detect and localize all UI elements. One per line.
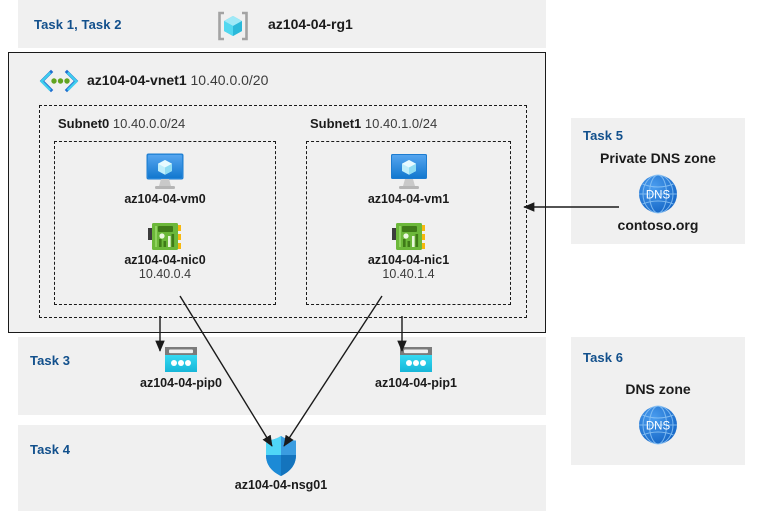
resource-group-node: az104-04-rg1 — [216, 6, 436, 44]
virtual-network-title: az104-04-vnet1 10.40.0.0/20 — [87, 72, 268, 88]
virtual-network-cidr: 10.40.0.0/20 — [190, 72, 269, 88]
nic-1-ip: 10.40.1.4 — [382, 267, 435, 281]
vm-1-label: az104-04-vm1 — [367, 192, 450, 206]
private-dns-zone-title: Private DNS zone — [600, 150, 716, 166]
nic-1-label: az104-04-nic1 — [367, 253, 450, 267]
task-label-1-2: Task 1, Task 2 — [34, 17, 122, 32]
resource-group-cube-icon — [216, 10, 250, 42]
dns-zone-panel: Task 6 DNS zone DNS — [571, 337, 745, 465]
dns-globe-icon: DNS — [571, 403, 745, 447]
vm-node-1: az104-04-vm1 — [307, 152, 510, 206]
dns-icon-text: DNS — [646, 190, 671, 202]
private-dns-zone-panel: Task 5 Private DNS zone DNS contoso.org — [571, 118, 745, 244]
nsg-label: az104-04-nsg01 — [234, 478, 328, 492]
subnet-0-name: Subnet0 — [58, 116, 110, 131]
network-interface-icon — [55, 220, 275, 252]
virtual-network-icon — [39, 69, 79, 93]
subnet-0-title: Subnet0 10.40.0.0/24 — [58, 116, 185, 131]
public-ip-panel: Task 3 az104-04-pip0 — [18, 337, 546, 415]
subnet-0-cidr: 10.40.0.0/24 — [112, 116, 186, 131]
virtual-network-box: az104-04-vnet1 10.40.0.0/20 Subnet0 10.4… — [8, 52, 546, 333]
vm-node-0: az104-04-vm0 — [55, 152, 275, 206]
task-label-3: Task 3 — [30, 353, 71, 368]
public-ip-node-0: az104-04-pip0 — [131, 345, 231, 390]
nic-0-ip: 10.40.0.4 — [138, 267, 192, 281]
subnet-0-inner: az104-04-vm0 — [54, 141, 276, 305]
nic-0-label: az104-04-nic0 — [124, 253, 206, 267]
subnet-0: Subnet0 10.40.0.0/24 — [40, 106, 290, 317]
private-dns-zone-name: contoso.org — [617, 217, 699, 233]
resource-group-name: az104-04-rg1 — [268, 16, 353, 32]
public-ip-1-label: az104-04-pip1 — [375, 376, 457, 390]
resource-group-band: Task 1, Task 2 az104-04-rg1 — [18, 0, 546, 48]
network-security-group-panel: Task 4 az104-04-nsg01 — [18, 425, 546, 511]
vm-0-label: az104-04-vm0 — [124, 192, 206, 206]
subnet-1-name: Subnet1 — [310, 116, 362, 131]
subnets-container: Subnet0 10.40.0.0/24 — [39, 105, 527, 318]
network-interface-icon — [307, 220, 510, 252]
virtual-network-header: az104-04-vnet1 10.40.0.0/20 — [39, 67, 459, 97]
task-label-4: Task 4 — [30, 442, 71, 457]
subnet-1-inner: az104-04-vm1 — [306, 141, 511, 305]
subnet-1-title: Subnet1 10.40.1.0/24 — [310, 116, 437, 131]
dns-zone-title: DNS zone — [625, 381, 691, 397]
dns-icon-text: DNS — [646, 421, 671, 433]
virtual-machine-icon — [55, 152, 275, 192]
subnet-1-cidr: 10.40.1.0/24 — [364, 116, 438, 131]
public-ip-address-icon — [366, 345, 466, 375]
nic-node-1: az104-04-nic1 10.40.1.4 — [307, 220, 510, 281]
network-security-group-shield-icon — [231, 435, 331, 477]
task-label-6: Task 6 — [583, 350, 624, 365]
public-ip-node-1: az104-04-pip1 — [366, 345, 466, 390]
virtual-machine-icon — [307, 152, 510, 192]
nsg-node: az104-04-nsg01 — [231, 435, 331, 492]
nic-node-0: az104-04-nic0 10.40.0.4 — [55, 220, 275, 281]
dns-globe-icon: DNS — [571, 172, 745, 216]
subnet-1: Subnet1 10.40.1.0/24 — [292, 106, 525, 317]
public-ip-address-icon — [131, 345, 231, 375]
virtual-network-name: az104-04-vnet1 — [87, 72, 187, 88]
task-label-5: Task 5 — [583, 128, 624, 143]
public-ip-0-label: az104-04-pip0 — [140, 376, 222, 390]
